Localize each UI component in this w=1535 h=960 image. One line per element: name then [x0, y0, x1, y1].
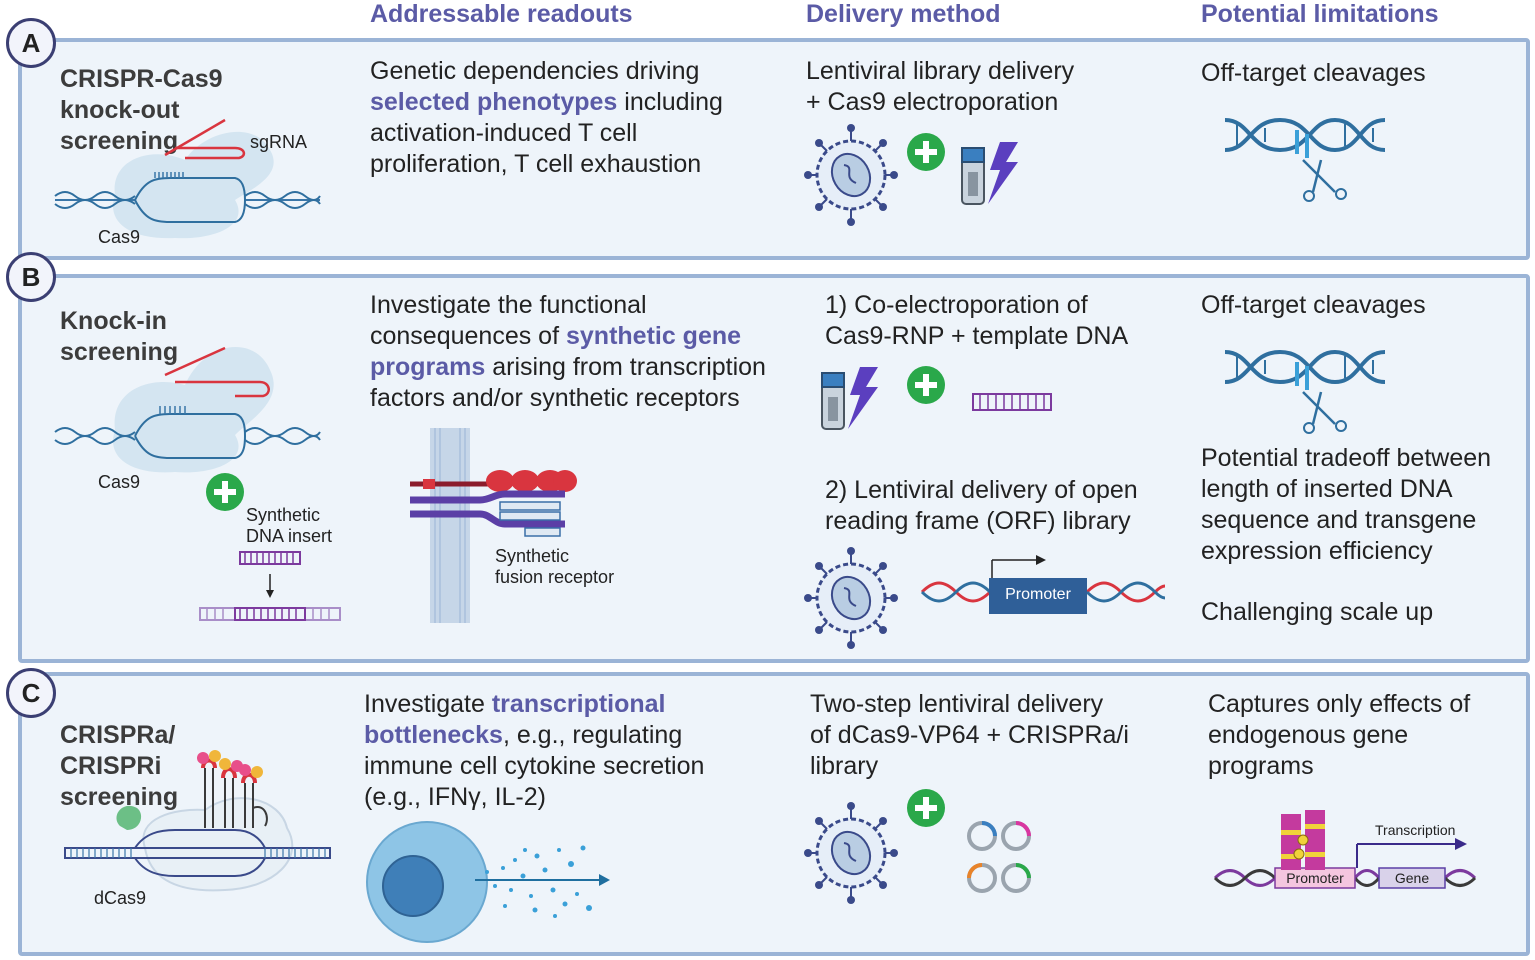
- endogenous-gene-illustration: [1213, 810, 1477, 889]
- cas9-knockin-illustration: [54, 346, 321, 473]
- dcas9-crispra-illustration: [64, 750, 331, 892]
- off-target-cleavage-icon-a: [1224, 117, 1386, 202]
- gene-label: Gene: [1394, 870, 1430, 886]
- panel-a-delivery: Lentiviral library delivery + Cas9 elect…: [806, 57, 1075, 116]
- header-addressable-readouts: Addressable readouts: [370, 0, 633, 28]
- header-delivery-method: Delivery method: [806, 0, 1001, 28]
- lentivirus-icon-b: [804, 547, 898, 649]
- cas9-label-b: Cas9: [98, 472, 141, 492]
- plus-icon-b: [907, 366, 945, 404]
- synthetic-fusion-receptor-illustration: [410, 428, 577, 623]
- cas9-knockout-illustration: [54, 118, 321, 239]
- panel-c-title: CRISPRa/ CRISPRi screening: [60, 721, 179, 811]
- promoter-label-c: Promoter: [1286, 870, 1344, 886]
- orf-promoter-illustration: [920, 555, 1166, 614]
- electroporation-icon-b: [821, 367, 878, 430]
- panel-c-readout: Investigate transcriptional bottlenecks,…: [364, 690, 705, 811]
- lentivirus-icon: [804, 124, 898, 226]
- transcription-label: Transcription: [1375, 822, 1456, 838]
- panel-a-limitation: Off-target cleavages: [1201, 59, 1426, 87]
- panel-c-delivery: Two-step lentiviral delivery of dCas9-VP…: [810, 690, 1129, 780]
- panel-a-title: CRISPR-Cas9 knock-out screening: [60, 65, 223, 155]
- lentivirus-icon-c: [804, 802, 898, 904]
- dcas9-label: dCas9: [94, 888, 147, 908]
- panel-b-title: Knock-in screening: [60, 307, 179, 366]
- plus-icon-c: [907, 789, 945, 827]
- panel-a-readout: Genetic dependencies driving selected ph…: [370, 57, 723, 178]
- cas9-label-a: Cas9: [98, 227, 141, 247]
- panel-b-limitation-2: Potential tradeoff between length of ins…: [1201, 444, 1492, 565]
- plus-icon-b-left: [206, 473, 244, 511]
- promoter-label-b: Promoter: [1005, 586, 1071, 603]
- panel-b-delivery-1: 1) Co-electroporation of Cas9-RNP + temp…: [825, 291, 1129, 350]
- electroporation-icon: [961, 142, 1018, 205]
- template-dna-icon: [972, 393, 1052, 411]
- synthetic-fusion-receptor-label: Synthetic fusion receptor: [495, 546, 615, 587]
- plasmid-library-icon: [967, 821, 1031, 893]
- cytokine-secretion-illustration: [366, 821, 610, 943]
- panel-b-letter: B: [6, 252, 56, 302]
- panel-b-limitation-3: Challenging scale up: [1201, 598, 1434, 626]
- header-potential-limitations: Potential limitations: [1201, 0, 1439, 28]
- panel-b: [18, 274, 1530, 663]
- plus-icon-a: [907, 133, 945, 171]
- panel-a-letter: A: [6, 18, 56, 68]
- sgrna-label: sgRNA: [250, 132, 308, 152]
- dna-insert-illustration: [199, 551, 341, 621]
- off-target-cleavage-icon-b: [1224, 349, 1386, 434]
- panel-b-readout: Investigate the functional consequences …: [370, 291, 766, 412]
- panel-b-delivery-2: 2) Lentiviral delivery of open reading f…: [825, 476, 1138, 535]
- panel-c-limitation: Captures only effects of endogenous gene…: [1208, 690, 1471, 780]
- synthetic-dna-insert-label: Synthetic DNA insert: [246, 505, 333, 546]
- panel-c-letter: C: [6, 668, 56, 718]
- panel-b-limitation-1: Off-target cleavages: [1201, 291, 1426, 319]
